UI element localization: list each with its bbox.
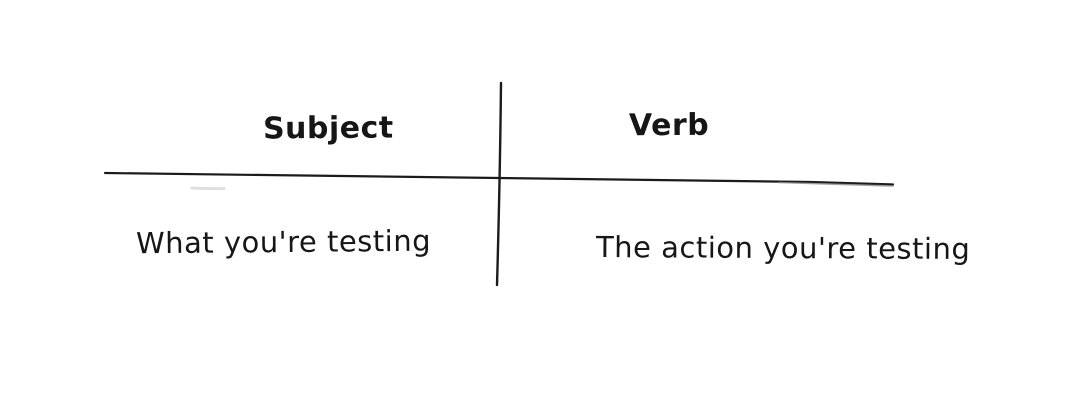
subject-description: What you're testing <box>135 223 432 261</box>
column-header-verb: Verb <box>628 107 710 144</box>
smudge-stroke <box>190 186 226 191</box>
header-underline-overlap <box>778 181 894 187</box>
column-header-subject: Subject <box>262 110 394 147</box>
column-divider-line <box>495 81 503 287</box>
verb-description: The action you're testing <box>595 230 971 266</box>
header-underline <box>103 171 895 186</box>
